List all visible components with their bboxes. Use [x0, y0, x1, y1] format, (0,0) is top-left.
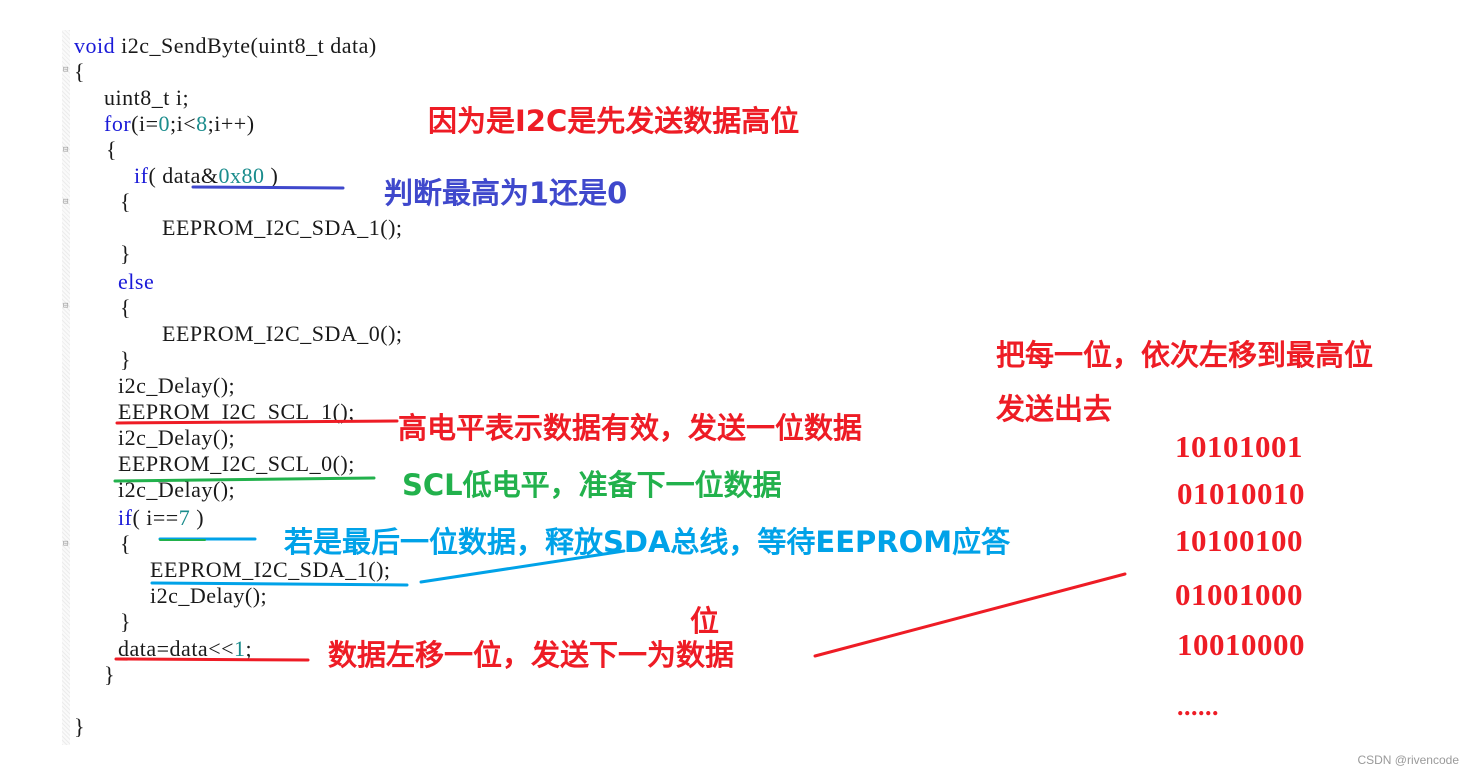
annotation-shift-left: 数据左移一位，发送下一为数据: [328, 638, 735, 672]
annotation-scl-low: SCL低电平，准备下一位数据: [402, 468, 782, 502]
code-line: data=data<<1;: [118, 636, 253, 661]
annotation-msb-first: 因为是I2C是先发送数据高位: [428, 104, 800, 138]
annotation-scl-high: 高电平表示数据有效，发送一位数据: [398, 411, 863, 445]
code-line: i2c_Delay();: [118, 477, 236, 502]
code-line: if( data&0x80 ): [134, 163, 279, 188]
binary-step-5: 10010000: [1177, 627, 1305, 662]
code-line: EEPROM_I2C_SCL_0();: [118, 451, 355, 476]
editor-gutter: [62, 30, 70, 745]
binary-ellipsis: ......: [1177, 692, 1219, 721]
code-line: {: [74, 59, 86, 84]
code-line: }: [120, 241, 132, 266]
code-line: i2c_Delay();: [118, 373, 236, 398]
code-line: EEPROM_I2C_SDA_1();: [162, 215, 403, 240]
annotation-shift-explain-2: 发送出去: [996, 392, 1113, 426]
code-line: {: [106, 137, 118, 162]
code-line: EEPROM_I2C_SCL_1();: [118, 399, 355, 424]
code-line: i2c_Delay();: [150, 583, 268, 608]
code-line: }: [104, 662, 116, 687]
binary-step-1: 10101001: [1175, 429, 1303, 464]
code-line: uint8_t i;: [104, 85, 190, 110]
code-line: }: [74, 714, 86, 739]
code-line: if( i==7 ): [118, 505, 205, 530]
annotation-check-msb: 判断最高为1还是0: [384, 176, 628, 210]
code-line: {: [120, 189, 132, 214]
annotation-shift-explain-1: 把每一位，依次左移到最高位: [996, 338, 1374, 372]
watermark: CSDN @rivencode: [1357, 753, 1459, 767]
code-line: i2c_Delay();: [118, 425, 236, 450]
code-line: }: [120, 609, 132, 634]
code-line: else: [118, 269, 155, 294]
code-line: EEPROM_I2C_SDA_1();: [150, 557, 391, 582]
fold-marker-icon[interactable]: ⊟: [63, 539, 69, 549]
annotation-stray-char: 位: [690, 604, 720, 638]
code-line: for(i=0;i<8;i++): [104, 111, 255, 136]
annotation-release-sda: 若是最后一位数据，释放SDA总线，等待EEPROM应答: [284, 525, 1011, 559]
binary-step-4: 01001000: [1175, 577, 1303, 612]
fold-marker-icon[interactable]: ⊟: [63, 301, 69, 311]
fold-marker-icon[interactable]: ⊟: [63, 65, 69, 75]
code-line: EEPROM_I2C_SDA_0();: [162, 321, 403, 346]
fold-marker-icon[interactable]: ⊟: [63, 145, 69, 155]
binary-step-3: 10100100: [1175, 523, 1303, 558]
fold-marker-icon[interactable]: ⊟: [63, 197, 69, 207]
pointer-shift: [813, 572, 1127, 658]
code-line: {: [120, 531, 132, 556]
binary-step-2: 01010010: [1177, 476, 1305, 511]
code-line: }: [120, 347, 132, 372]
code-line: void i2c_SendByte(uint8_t data): [74, 33, 377, 58]
code-line: {: [120, 295, 132, 320]
